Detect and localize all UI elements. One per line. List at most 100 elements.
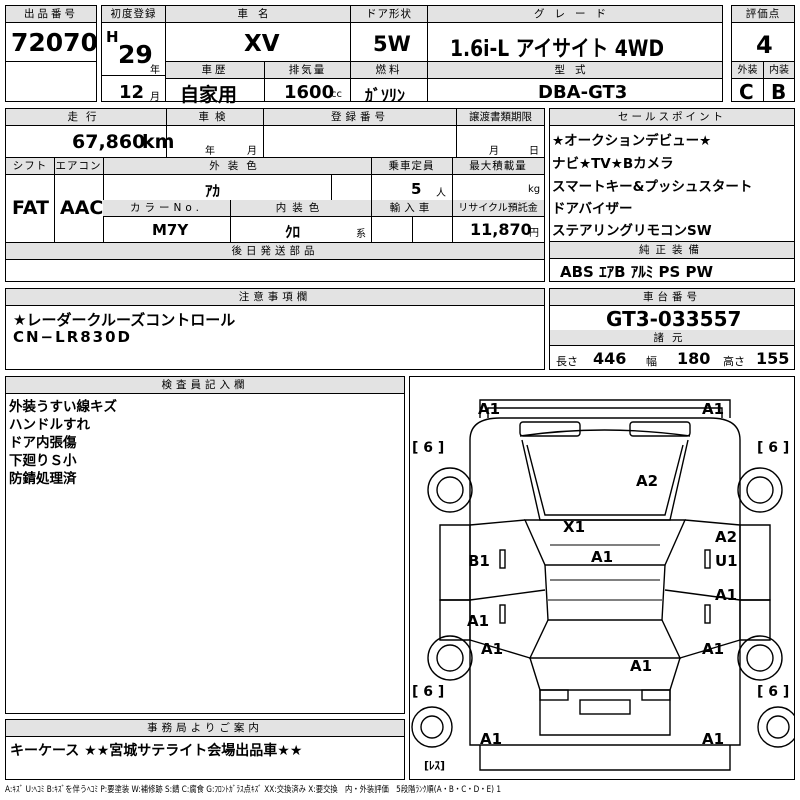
recycle-unit: 円	[529, 228, 539, 239]
transfer-day-unit: 日	[529, 146, 539, 157]
notes-label: 注意事項欄	[6, 289, 544, 306]
later-parts-box: 後日発送部品	[5, 242, 545, 282]
damage-code-right-rear-door: A1	[715, 586, 738, 604]
history-box: 車歴 自家用	[165, 61, 265, 106]
color-no: M7Y	[152, 221, 189, 239]
capacity-label: 乗車定員	[371, 158, 452, 175]
exterior-grade: C	[739, 80, 754, 104]
note-line: CN−LR830D	[13, 328, 133, 346]
first-registration-label: 初度登録	[102, 6, 165, 23]
lot-number-label: 出品番号	[6, 6, 96, 23]
equipment-box: 純正装備 ABS ｴｱB ｱﾙﾐ PS PW	[549, 241, 795, 282]
chassis-box: 車台番号 GT3-033557 諸元 長さ 446 幅 180 高さ 155	[549, 288, 795, 370]
transfer-deadline-box: 譲渡書類期限 月 日	[456, 108, 545, 158]
exterior-color: ｱｶ	[205, 182, 221, 200]
registration-month: 12	[119, 82, 145, 103]
notes-box: 注意事項欄 ★レーダークルーズコントロール CN−LR830D	[5, 288, 545, 370]
dims-label: 諸元	[550, 330, 794, 346]
month-unit: 月	[150, 92, 160, 103]
era: H	[106, 28, 119, 46]
recycle-fee: 11,870	[470, 220, 532, 239]
tire-mark-rear-right: [ 6 ]	[757, 684, 790, 700]
shift: FAT	[12, 197, 49, 219]
exterior-label: 外装	[732, 62, 763, 79]
inspector-line: 下廻りＳ小	[9, 453, 77, 469]
tire-mark-front-right: [ 6 ]	[757, 440, 790, 456]
inspector-line: 防錆処理済	[9, 471, 77, 487]
reg-number-label: 登録番号	[264, 109, 456, 126]
rear-note: [ﾚｽ]	[424, 759, 446, 772]
history-label: 車歴	[166, 62, 264, 79]
transfer-month-unit: 月	[489, 146, 499, 157]
grade-box: グレード 1.6i-L アイサイト 4WD	[427, 5, 723, 62]
displacement-box: 排気量 1600 cc	[264, 61, 351, 103]
equipment-label: 純正装備	[550, 242, 794, 259]
car-diagram-box	[409, 376, 795, 780]
equipment: ABS ｴｱB ｱﾙﾐ PS PW	[560, 263, 714, 281]
reg-number-box: 登録番号	[263, 108, 457, 158]
office-label: 事務局よりご案内	[6, 720, 404, 737]
sales-point-item: ステアリングリモコンSW	[552, 223, 712, 239]
blank-box	[5, 61, 97, 102]
damage-code-front-right: A1	[702, 400, 725, 418]
displacement: 1600	[284, 82, 335, 103]
office-box: 事務局よりご案内 キーケース ★★宮城サテライト会場出品車★★	[5, 719, 405, 780]
interior-color-label: 内装色	[230, 200, 371, 217]
damage-code-right-front-door-dent: U1	[715, 552, 738, 570]
car-name-box: 車名 XV	[165, 5, 351, 62]
width-label: 幅	[646, 355, 657, 368]
damage-code-trunk: A1	[630, 657, 653, 675]
mileage: 67,860	[72, 131, 146, 153]
mileage-label: 走行	[6, 109, 166, 126]
sales-points-label: セールスポイント	[550, 109, 794, 126]
interior-color-unit: 系	[356, 229, 366, 240]
sales-point-item: ナビ★TV★Bカメラ	[552, 156, 674, 172]
damage-code-rear-right: A1	[702, 730, 725, 748]
lot-number-box: 出品番号 72070	[5, 5, 98, 62]
max-load-label: 最大積載量	[452, 158, 544, 175]
sales-point-item: ★オークションデビュー★	[552, 133, 712, 149]
height: 155	[756, 349, 790, 368]
registration-year: 29	[118, 40, 153, 69]
tire-mark-front-left: [ 6 ]	[412, 440, 445, 456]
year-unit: 年	[150, 65, 160, 76]
ac-label: エアコン	[54, 158, 103, 175]
damage-code-rear-left: A1	[480, 730, 503, 748]
lot-number: 72070	[11, 28, 98, 57]
inspector-label: 検査員記入欄	[6, 377, 404, 394]
fuel: ｶﾞｿﾘﾝ	[365, 86, 406, 105]
damage-code-right-rear-fender: A1	[702, 640, 725, 658]
transfer-deadline-label: 譲渡書類期限	[457, 109, 544, 126]
inspector-line: ハンドルすれ	[9, 417, 90, 433]
grade: 1.6i-L アイサイト 4WD	[450, 37, 664, 62]
damage-code-left-rear-fender: A1	[481, 640, 504, 658]
inspection-label: 車検	[167, 109, 263, 126]
inspection-box: 車検 年 月	[166, 108, 264, 158]
capacity: 5	[411, 180, 422, 198]
tire-mark-rear-left: [ 6 ]	[412, 684, 445, 700]
capacity-unit: 人	[436, 188, 446, 199]
inspection-month-unit: 月	[247, 146, 257, 157]
exterior-grade-box: 外装 C	[731, 61, 764, 104]
inspector-box: 検査員記入欄	[5, 376, 405, 714]
interior-grade-box: 内装 B	[763, 61, 795, 104]
length-label: 長さ	[556, 355, 578, 368]
height-label: 高さ	[723, 355, 745, 368]
damage-code-hood: A2	[636, 472, 659, 490]
note-line: ★レーダークルーズコントロール	[13, 311, 236, 329]
score-box: 評価点 4	[731, 5, 795, 62]
damage-code-roof: A1	[591, 548, 614, 566]
inspection-year-unit: 年	[205, 146, 215, 157]
import-label: 輸入車	[371, 200, 452, 217]
inspector-line: 外装うすい線キズ	[9, 399, 117, 415]
displacement-unit: cc	[331, 89, 342, 100]
mileage-box: 走行 67,860 km	[5, 108, 174, 158]
model: DBA-GT3	[538, 82, 628, 103]
displacement-label: 排気量	[265, 62, 350, 79]
grade-label: グレード	[428, 6, 722, 23]
interior-label: 内装	[764, 62, 794, 79]
door-box: ドア形状 5W	[350, 5, 428, 62]
score: 4	[756, 31, 773, 59]
damage-code-left-front-door: B1	[468, 552, 490, 570]
fuel-box: 燃料 ｶﾞｿﾘﾝ	[350, 61, 428, 105]
